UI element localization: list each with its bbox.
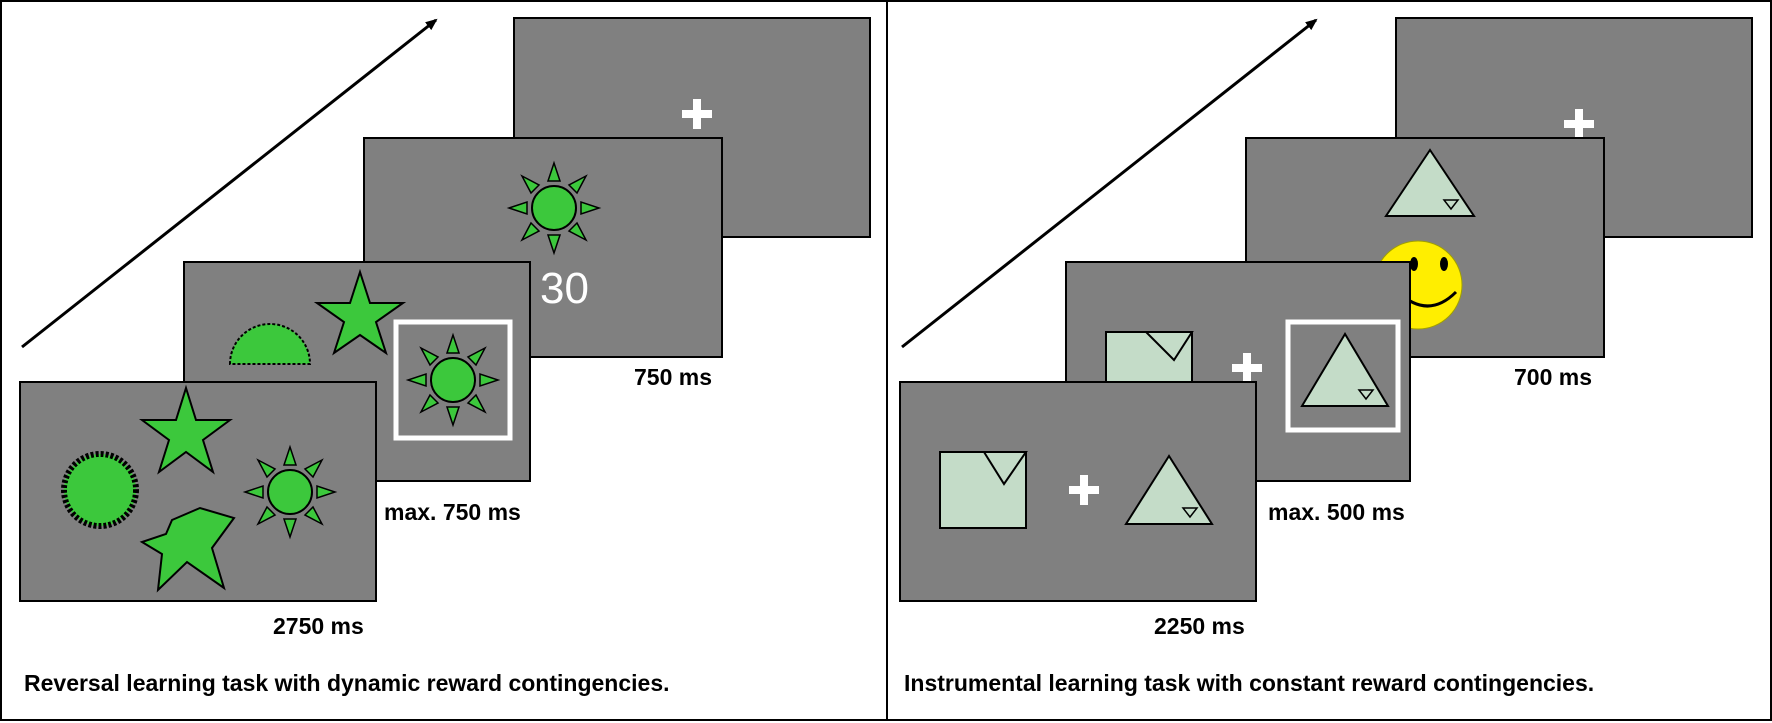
reversal-learning-diagram [19,17,871,602]
selection-frame [1285,319,1401,433]
sun-icon [407,334,499,426]
star-icon [138,384,234,475]
time-arrow-icon [21,18,438,349]
star-icon [313,268,407,356]
timing-feedback: 700 ms [1514,364,1593,390]
square-icon [939,451,1028,529]
sun-icon [508,162,600,254]
serrated-circle-icon [228,323,312,365]
fixation-cross-icon [682,99,712,129]
fixation-cross-icon [1069,475,1099,505]
sun-icon [244,446,336,538]
timing-choice: max. 750 ms [384,499,521,525]
triangle-icon [1384,148,1476,217]
cross-star-icon [139,506,236,593]
time-arrow-icon [901,18,1318,349]
timing-feedback: 750 ms [634,364,713,390]
instrumental-learning-diagram [899,17,1753,602]
triangle-icon [1300,332,1390,407]
timing-stimuli: 2250 ms [1154,613,1245,639]
instrumental-learning-panel: 700 ms max. 500 ms 2250 ms Instrumental … [886,0,1772,721]
fixation-cross-icon [1564,109,1594,139]
timing-stimuli: 2750 ms [273,613,364,639]
caption-reversal: Reversal learning task with dynamic rewa… [24,670,670,696]
countdown-value: 30 [540,264,589,313]
selection-frame [393,319,513,441]
timing-choice: max. 500 ms [1268,499,1405,525]
triangle-icon [1124,454,1214,525]
fixation-cross-icon [1232,353,1262,383]
reversal-learning-panel: 30 750 ms max. 750 ms 2750 ms Reversal l… [0,0,888,721]
serrated-circle-icon [61,451,139,529]
caption-instrumental: Instrumental learning task with constant… [904,670,1595,696]
square-icon [1105,331,1194,388]
